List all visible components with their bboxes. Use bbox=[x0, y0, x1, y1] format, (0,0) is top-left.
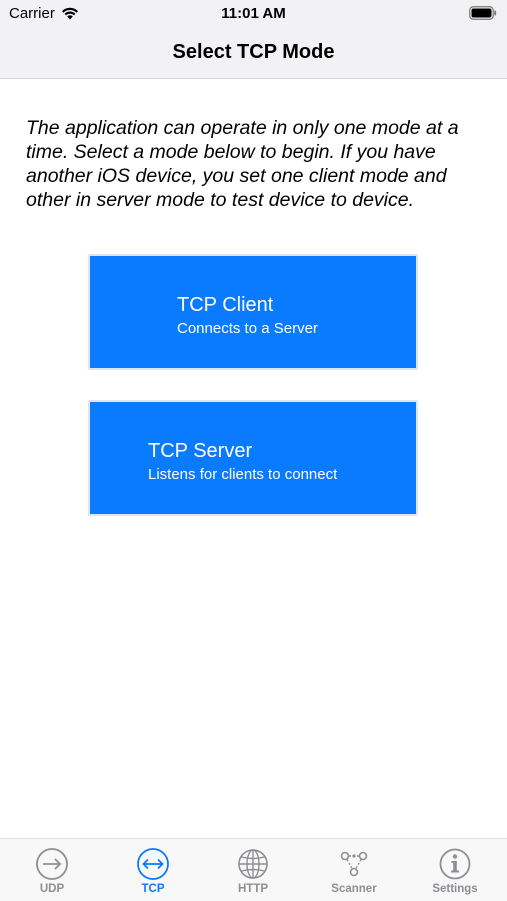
status-bar: Carrier 11:01 AM bbox=[0, 0, 507, 26]
tcp-server-button[interactable]: TCP Server Listens for clients to connec… bbox=[88, 400, 418, 516]
tab-settings-label: Settings bbox=[432, 883, 478, 895]
tab-http-label: HTTP bbox=[237, 883, 269, 895]
wifi-icon bbox=[61, 7, 78, 20]
info-circle-icon bbox=[439, 848, 471, 880]
tcp-client-button[interactable]: TCP Client Connects to a Server bbox=[88, 254, 418, 370]
network-nodes-icon bbox=[340, 851, 368, 877]
globe-icon bbox=[238, 849, 268, 879]
arrow-right-circle-icon bbox=[36, 848, 68, 880]
tcp-server-subtitle: Listens for clients to connect bbox=[148, 466, 338, 483]
tab-http[interactable]: HTTP bbox=[213, 847, 293, 895]
intro-text: The application can operate in only one … bbox=[26, 117, 459, 211]
page-title: Select TCP Mode bbox=[172, 41, 335, 63]
status-left: Carrier bbox=[9, 5, 79, 22]
tab-scanner-label: Scanner bbox=[331, 883, 377, 895]
tab-udp[interactable]: UDP bbox=[12, 847, 92, 895]
tab-settings[interactable]: Settings bbox=[415, 847, 495, 895]
tab-tcp-label: TCP bbox=[141, 883, 165, 895]
double-arrow-circle-icon bbox=[137, 848, 169, 880]
tab-scanner[interactable]: Scanner bbox=[314, 847, 394, 895]
tcp-client-subtitle: Connects to a Server bbox=[177, 320, 318, 337]
status-time: 11:01 AM bbox=[221, 5, 286, 22]
navigation-bar: Select TCP Mode bbox=[0, 26, 507, 79]
battery-icon bbox=[469, 6, 497, 25]
tab-udp-label: UDP bbox=[39, 883, 65, 895]
tab-bar: UDP TCP HTTP Scann bbox=[0, 838, 507, 901]
carrier-label: Carrier bbox=[9, 5, 55, 22]
tcp-server-title: TCP Server bbox=[148, 440, 253, 462]
tcp-client-title: TCP Client bbox=[177, 294, 274, 316]
tab-tcp[interactable]: TCP bbox=[113, 847, 193, 895]
